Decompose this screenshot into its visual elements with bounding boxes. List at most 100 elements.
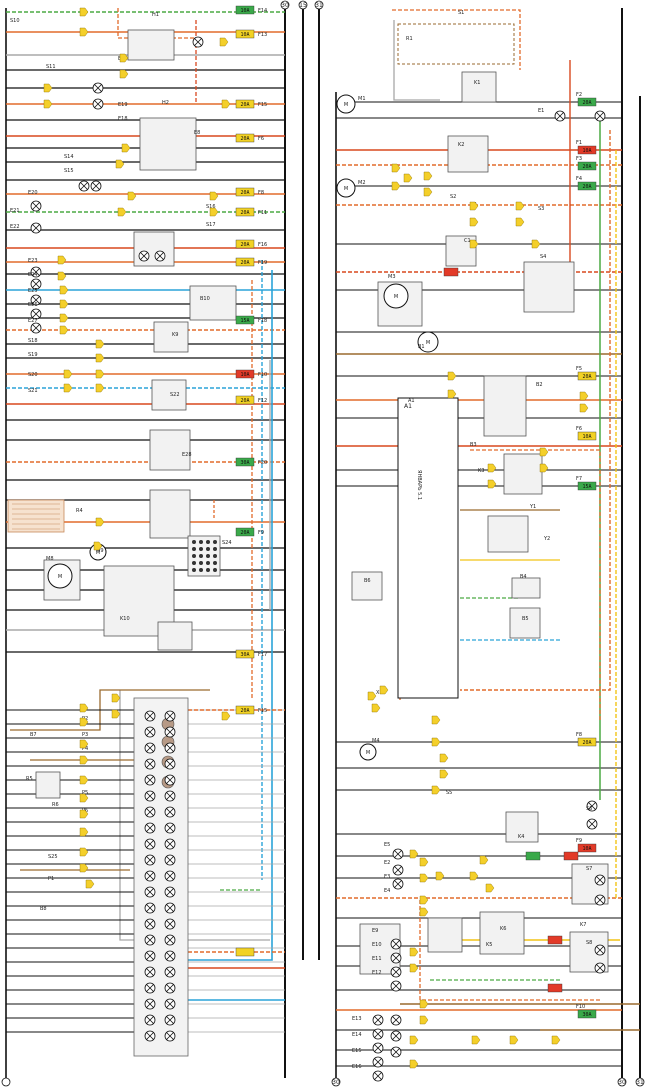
wire — [596, 876, 604, 884]
connector-icon — [79, 827, 89, 837]
connector-icon — [95, 383, 105, 393]
wire — [166, 888, 174, 896]
fuse-rating: 20A — [582, 100, 591, 106]
fuse-icon — [443, 267, 459, 277]
component-label: E26 — [28, 302, 38, 308]
fuse-icon — [577, 431, 597, 441]
wire — [146, 712, 154, 720]
connectors — [43, 7, 589, 1069]
fuse-icon — [235, 5, 255, 15]
wire — [392, 9, 521, 70]
connector-icon — [219, 37, 229, 47]
wire — [146, 1016, 154, 1024]
wire — [166, 1032, 174, 1040]
component-label: K1 — [474, 80, 480, 86]
connector-icon — [509, 1035, 519, 1045]
wire — [393, 20, 440, 101]
connector-icon — [469, 871, 479, 881]
component-label: K9 — [172, 332, 178, 338]
component-label: E1 — [538, 108, 544, 114]
fuse-rating: 10A — [582, 846, 591, 852]
wire — [374, 1058, 382, 1066]
connector-icon — [379, 685, 389, 695]
connector-icon — [419, 857, 429, 867]
wire — [166, 792, 174, 800]
fuse-rating: 20A — [240, 398, 249, 404]
instrument-cluster — [133, 697, 189, 1057]
connector-icon — [59, 299, 69, 309]
wire — [166, 856, 174, 864]
connector-icon — [111, 693, 121, 703]
component-label: S8 — [586, 940, 592, 946]
wire — [166, 776, 174, 784]
connector-icon — [447, 371, 457, 381]
fuse-icon — [577, 97, 597, 107]
connector-icon — [487, 463, 497, 473]
connector-icon — [221, 711, 231, 721]
connector-icon — [79, 703, 89, 713]
component-label: K7 — [580, 922, 586, 928]
component-label: B2 — [536, 382, 543, 388]
connector-icon — [57, 255, 67, 265]
component-box — [487, 515, 529, 553]
component-label: X1 — [376, 690, 383, 696]
component-label: K2 — [458, 142, 464, 148]
connector-icon — [479, 855, 489, 865]
component-box — [139, 117, 197, 171]
connector-icon — [419, 907, 429, 917]
fuse-icon — [577, 181, 597, 191]
wire — [32, 296, 40, 304]
fuse-rating: 20A — [240, 136, 249, 142]
wire — [166, 952, 174, 960]
component-label: S17 — [206, 222, 216, 228]
wire — [146, 1032, 154, 1040]
connector-icon — [469, 217, 479, 227]
ecu-code: ЯНВАРЬ 5.1 — [416, 470, 422, 500]
wire — [146, 856, 154, 864]
component-label: E14 — [352, 1032, 362, 1038]
wire — [140, 252, 148, 260]
connector-icon — [531, 239, 541, 249]
fuse-id: F10 — [576, 1004, 585, 1010]
components: MMMMMMMS10H1S11E16E19E18H2E8S14S15E20E21… — [10, 10, 606, 1082]
component-label: K10 — [120, 616, 130, 622]
fuse-icon — [235, 133, 255, 143]
component-label: S21 — [28, 388, 38, 394]
component-label: S16 — [206, 204, 216, 210]
fuse-icon — [235, 315, 255, 325]
fuse-rating: 10A — [240, 372, 249, 378]
fuse-icon — [235, 527, 255, 537]
relay-pin — [192, 547, 196, 551]
component-box — [359, 923, 401, 975]
component-label: S2 — [450, 194, 456, 200]
fuse-rating: 20A — [582, 740, 591, 746]
component-label: E3 — [384, 874, 390, 880]
fuse-rating: 20A — [240, 210, 249, 216]
wire — [32, 310, 40, 318]
wire — [166, 904, 174, 912]
component-box — [35, 771, 61, 799]
connector-icon — [111, 709, 121, 719]
connector-icon — [419, 999, 429, 1009]
wire — [146, 1000, 154, 1008]
connector-icon — [391, 163, 401, 173]
component-box — [479, 911, 525, 955]
component-label: R5 — [26, 776, 33, 782]
component-label: K4 — [518, 834, 524, 840]
component-label: E24 — [28, 272, 38, 278]
connector-icon — [515, 201, 525, 211]
connector-icon — [59, 325, 69, 335]
fuse-icon — [563, 851, 579, 861]
component-label: E25 — [28, 288, 38, 294]
wire — [394, 866, 402, 874]
motor-letter: M — [58, 574, 62, 580]
fuse-rating: 20A — [240, 102, 249, 108]
component-box — [351, 571, 383, 601]
component-label: Y2 — [543, 536, 550, 542]
component-label: S5 — [446, 790, 452, 796]
component-label: E2 — [384, 860, 390, 866]
wire — [146, 792, 154, 800]
wire — [166, 1000, 174, 1008]
wire — [94, 100, 102, 108]
connector-icon — [447, 389, 457, 399]
